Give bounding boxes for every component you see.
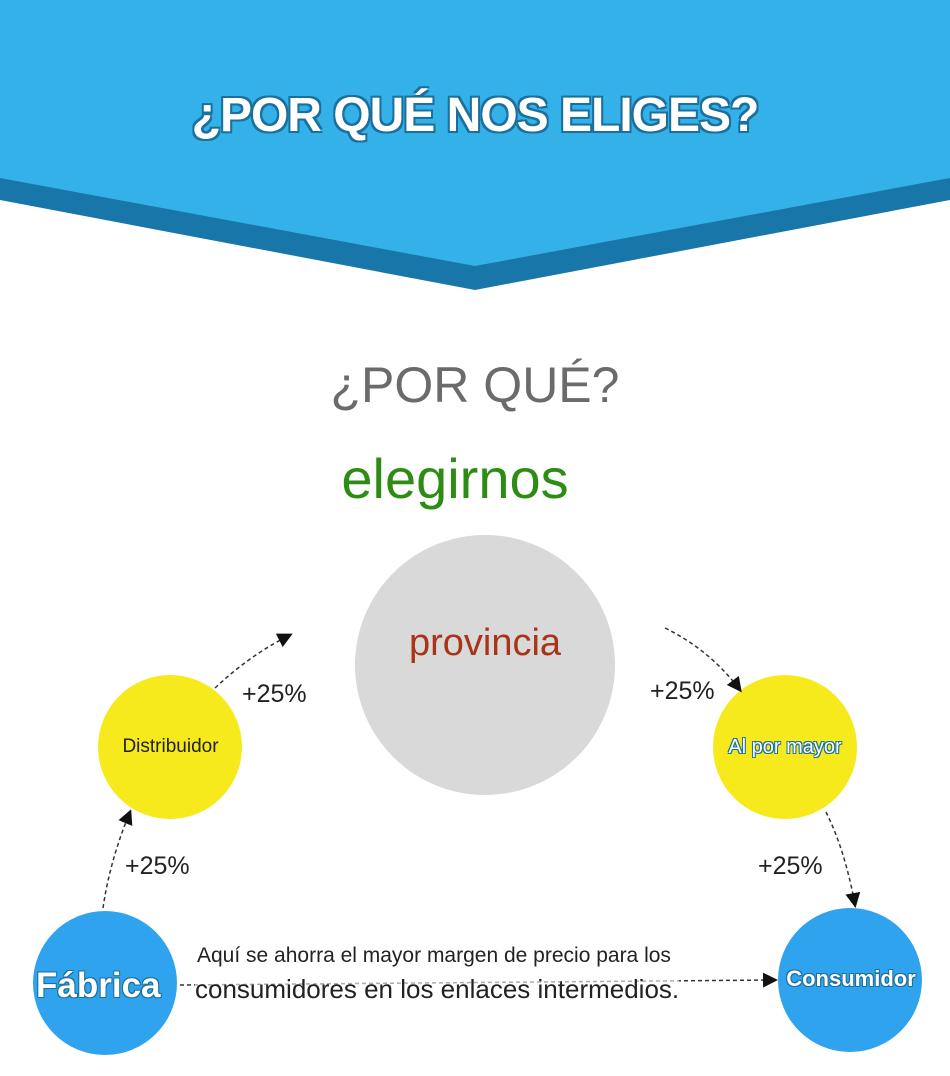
note-line-1: Aquí se ahorra el mayor margen de precio… <box>197 944 671 967</box>
arrow-province-wholesale <box>664 627 742 693</box>
note-line-2: consumidores en los enlaces intermedios. <box>195 974 680 1005</box>
province-node <box>355 535 615 795</box>
arrow-distributor-province <box>214 633 293 689</box>
arrow-wholesale-consumer <box>825 811 861 908</box>
banner <box>0 0 950 266</box>
province-label: provincia <box>408 622 562 664</box>
factory-label: Fábrica <box>36 966 161 1005</box>
factory-node <box>33 911 177 1055</box>
markup-factory-distributor: +25% <box>125 852 190 880</box>
wholesale-label: Al por mayor <box>728 736 842 758</box>
distributor-label: Distribuidor <box>122 736 219 757</box>
arrow-factory-distributor <box>102 809 133 909</box>
markup-wholesale-consumer: +25% <box>758 852 823 880</box>
wholesale-node <box>713 675 857 819</box>
banner-title: ¿POR QUÉ NOS ELIGES? <box>191 89 760 142</box>
consumer-label: Consumidor <box>786 966 916 991</box>
heading-question: ¿POR QUÉ? <box>330 357 620 413</box>
markup-distributor-province: +25% <box>242 680 307 708</box>
consumer-node <box>778 908 922 1052</box>
markup-province-wholesale: +25% <box>650 677 715 705</box>
heading-subtitle: elegirnos <box>341 447 569 510</box>
distributor-node <box>98 675 242 819</box>
